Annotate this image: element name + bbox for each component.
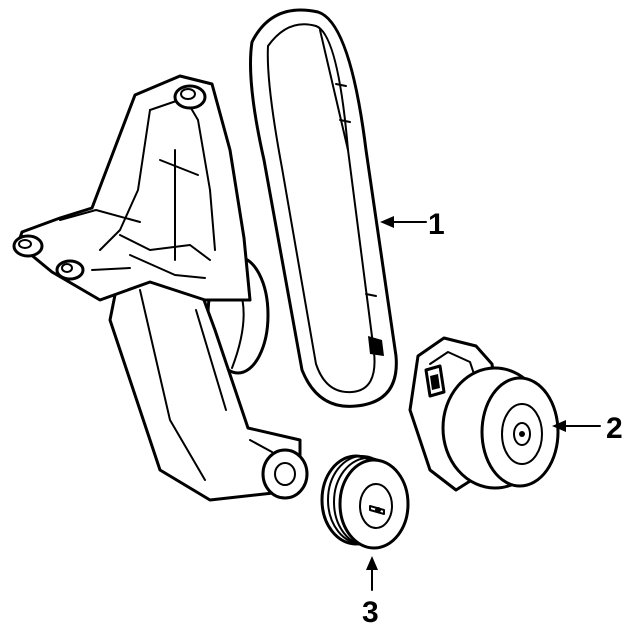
callout-number-3: 3	[362, 596, 379, 629]
serpentine-belt	[249, 8, 398, 408]
callout-leader-1	[380, 216, 427, 228]
belt-tensioner	[408, 336, 560, 492]
callout-number-1: 1	[428, 208, 445, 241]
callout-leader-2	[552, 420, 601, 432]
callout-leader-3	[366, 556, 378, 591]
idler-pulley	[320, 454, 410, 550]
callout-number-2: 2	[606, 412, 623, 445]
mounting-bracket	[12, 74, 309, 502]
